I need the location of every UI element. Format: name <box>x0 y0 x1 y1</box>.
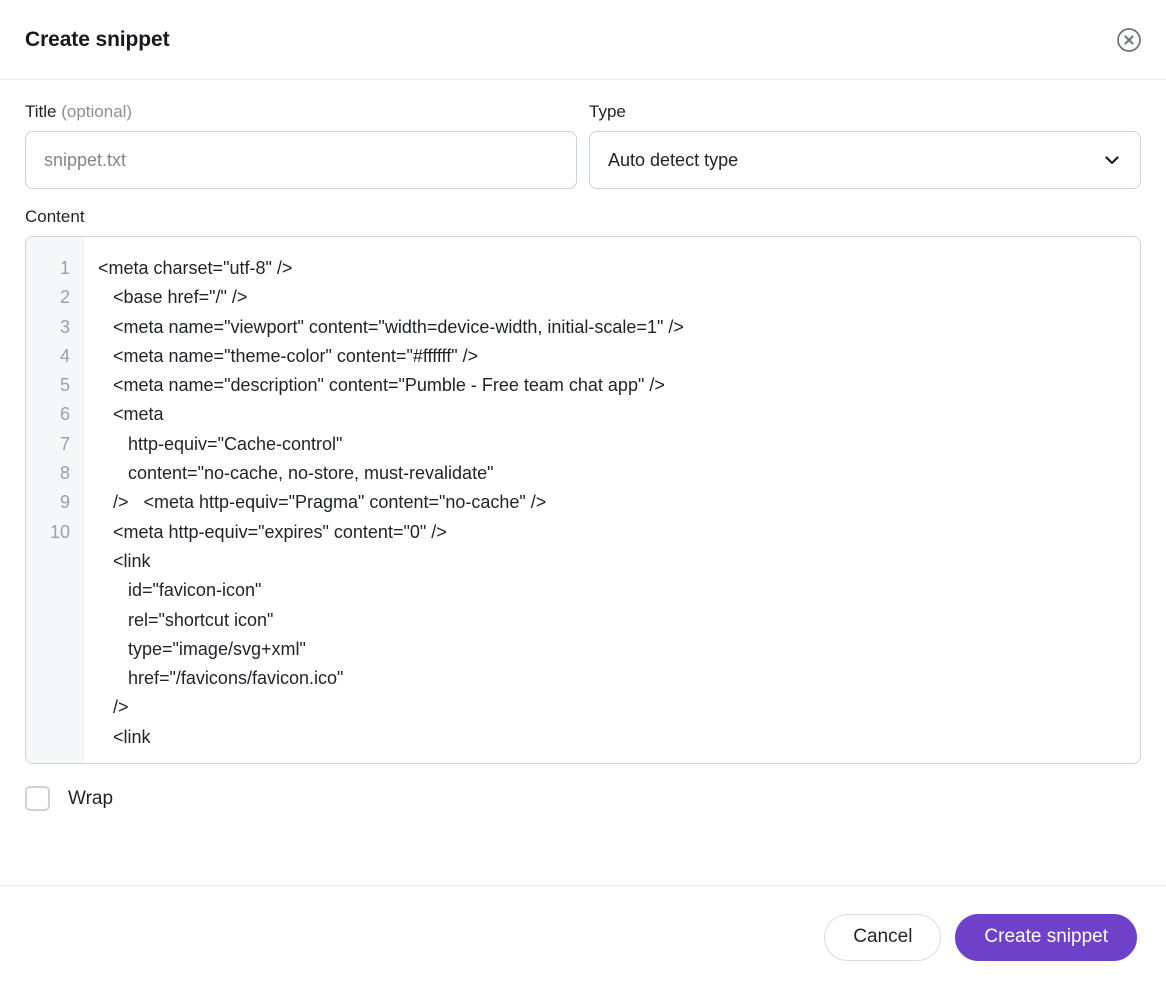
code-line: http-equiv="Cache-control" <box>98 433 343 454</box>
code-line: /> <box>98 697 129 718</box>
code-line: rel="shortcut icon" <box>98 609 274 630</box>
close-icon-svg <box>1117 27 1141 52</box>
code-line: <meta charset="utf-8" /> <box>98 258 293 278</box>
code-line: <meta <box>98 404 164 425</box>
type-select[interactable]: Auto detect type <box>589 131 1141 189</box>
code-line: <base href="/" /> <box>98 287 248 308</box>
title-label-optional: (optional) <box>61 102 133 121</box>
create-snippet-button[interactable]: Create snippet <box>955 913 1137 961</box>
type-select-wrap: Auto detect type <box>589 131 1141 189</box>
dialog-body: Title (optional) Type Auto detect type <box>0 80 1166 885</box>
page-title: Create snippet <box>25 27 170 51</box>
title-label-text: Title <box>25 102 62 121</box>
dialog-header: Create snippet <box>0 0 1166 80</box>
title-field-label: Title (optional) <box>25 102 577 122</box>
wrap-checkbox-label[interactable]: Wrap <box>68 787 114 809</box>
title-field-group: Title (optional) <box>25 102 577 189</box>
title-type-row: Title (optional) Type Auto detect type <box>25 102 1141 189</box>
code-line: content="no-cache, no-store, must-revali… <box>98 463 494 484</box>
line-number: 3 <box>59 316 70 337</box>
code-line: id="favicon-icon" <box>98 580 262 601</box>
code-line: <meta name="viewport" content="width=dev… <box>98 316 684 337</box>
code-line: href="/favicons/favicon.ico" <box>98 668 344 689</box>
line-number: 2 <box>59 287 70 308</box>
code-line: <link <box>98 726 151 747</box>
type-field-group: Type Auto detect type <box>589 102 1141 189</box>
code-line: <meta name="description" content="Pumble… <box>98 375 665 396</box>
line-number: 7 <box>59 433 70 454</box>
content-editor[interactable]: 1 2 3 4 5 6 7 8 9 10 <meta charset="utf-… <box>25 236 1141 764</box>
wrap-checkbox[interactable] <box>25 786 50 811</box>
line-number-gutter: 1 2 3 4 5 6 7 8 9 10 <box>26 237 84 763</box>
type-select-value: Auto detect type <box>608 149 739 170</box>
line-number: 6 <box>59 404 70 425</box>
line-number: 4 <box>59 345 70 366</box>
line-number: 8 <box>59 463 70 484</box>
code-line: <meta name="theme-color" content="#fffff… <box>98 345 479 366</box>
code-line: <link <box>98 550 151 571</box>
dialog-footer: Cancel Create snippet <box>0 885 1166 988</box>
code-text-area[interactable]: <meta charset="utf-8" /> <base href="/" … <box>84 237 1140 763</box>
code-line: type="image/svg+xml" <box>98 638 306 659</box>
code-line: <meta http-equiv="expires" content="0" /… <box>98 521 447 542</box>
code-line: /> <meta http-equiv="Pragma" content="no… <box>98 492 547 513</box>
line-number: 9 <box>59 492 70 513</box>
line-number: 5 <box>59 375 70 396</box>
wrap-option-row: Wrap <box>25 786 1141 811</box>
close-circle-icon[interactable] <box>1112 23 1146 57</box>
line-number: 1 <box>59 258 70 278</box>
type-field-label: Type <box>589 102 626 121</box>
title-input[interactable] <box>25 131 577 189</box>
cancel-button[interactable]: Cancel <box>824 913 942 961</box>
content-field-label: Content <box>25 207 85 226</box>
line-number: 10 <box>49 521 70 542</box>
